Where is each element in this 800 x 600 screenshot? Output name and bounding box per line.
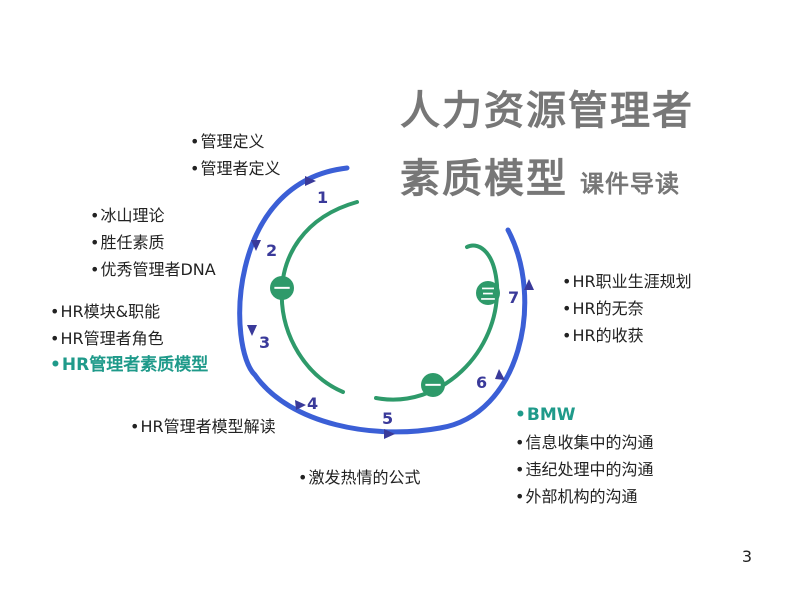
step-number-3: 3 xyxy=(259,333,270,352)
group-1-item: 管理者定义 xyxy=(190,155,280,182)
group-5-list: 激发热情的公式 xyxy=(298,464,420,491)
group-3-item: HR模块&职能 xyxy=(50,298,208,325)
step-number-2: 2 xyxy=(266,241,277,260)
page-number: 3 xyxy=(741,547,752,566)
arrow-marker-6 xyxy=(495,369,505,380)
step-number-1: 1 xyxy=(317,188,328,207)
group-6-item: 违纪处理中的沟通 xyxy=(515,456,653,483)
step-number-7: 7 xyxy=(508,288,519,307)
group-7-list: HR职业生涯规划 HR的无奈 HR的收获 xyxy=(562,268,692,349)
group-7-item: HR的收获 xyxy=(562,322,692,349)
group-2-item: 优秀管理者DNA xyxy=(90,256,215,283)
group-2-item: 冰山理论 xyxy=(90,202,216,229)
spiral-arrows xyxy=(247,176,534,439)
badge-one-text: 一 xyxy=(274,279,290,298)
blue-spiral-path xyxy=(237,165,528,435)
arrow-marker-5 xyxy=(384,429,395,439)
group-6-highlight-item: BMW xyxy=(515,402,653,429)
group-4-list: HR管理者模型解读 xyxy=(130,413,275,440)
group-3-highlight-item: HR管理者素质模型 xyxy=(50,352,208,379)
title-subtitle: 课件导读 xyxy=(580,170,680,198)
step-number-4: 4 xyxy=(307,394,318,413)
badge-three-text-lower: 一 xyxy=(425,376,441,395)
group-2-list: 冰山理论 胜任素质 优秀管理者DNA xyxy=(90,202,216,283)
title-line-2: 素质模型课件导读 xyxy=(400,146,680,204)
arrow-marker-2 xyxy=(251,240,261,251)
step-number-5: 5 xyxy=(382,409,393,428)
group-3-item: HR管理者角色 xyxy=(50,325,208,352)
title-line-1: 人力资源管理者 xyxy=(400,88,694,134)
badge-three-circle-lower xyxy=(421,373,445,397)
green-arc-right xyxy=(374,243,500,402)
arrow-marker-4 xyxy=(295,400,306,410)
green-arc-left xyxy=(279,200,359,394)
group-7-item: HR的无奈 xyxy=(562,295,692,322)
badge-three-text: 三 xyxy=(480,285,495,303)
arrow-marker-1 xyxy=(305,176,316,186)
arrow-marker-3 xyxy=(247,325,257,336)
group-4-item: HR管理者模型解读 xyxy=(130,413,275,440)
group-7-item: HR职业生涯规划 xyxy=(562,268,691,295)
group-5-item: 激发热情的公式 xyxy=(298,464,420,491)
group-2-item: 胜任素质 xyxy=(90,229,216,256)
step-number-6: 6 xyxy=(476,373,487,392)
badge-one-circle xyxy=(270,276,294,300)
arrow-marker-7 xyxy=(524,279,534,290)
group-6-item: 信息收集中的沟通 xyxy=(515,429,653,456)
badge-three-circle xyxy=(476,281,500,305)
group-1-item: 管理定义 xyxy=(190,128,280,155)
title-main: 素质模型 xyxy=(400,156,568,202)
group-1-list: 管理定义 管理者定义 xyxy=(190,128,280,182)
group-6-item: 外部机构的沟通 xyxy=(515,483,653,510)
group-3-list: HR模块&职能 HR管理者角色 HR管理者素质模型 xyxy=(50,298,208,379)
group-6-list: BMW 信息收集中的沟通 违纪处理中的沟通 外部机构的沟通 xyxy=(515,402,653,510)
